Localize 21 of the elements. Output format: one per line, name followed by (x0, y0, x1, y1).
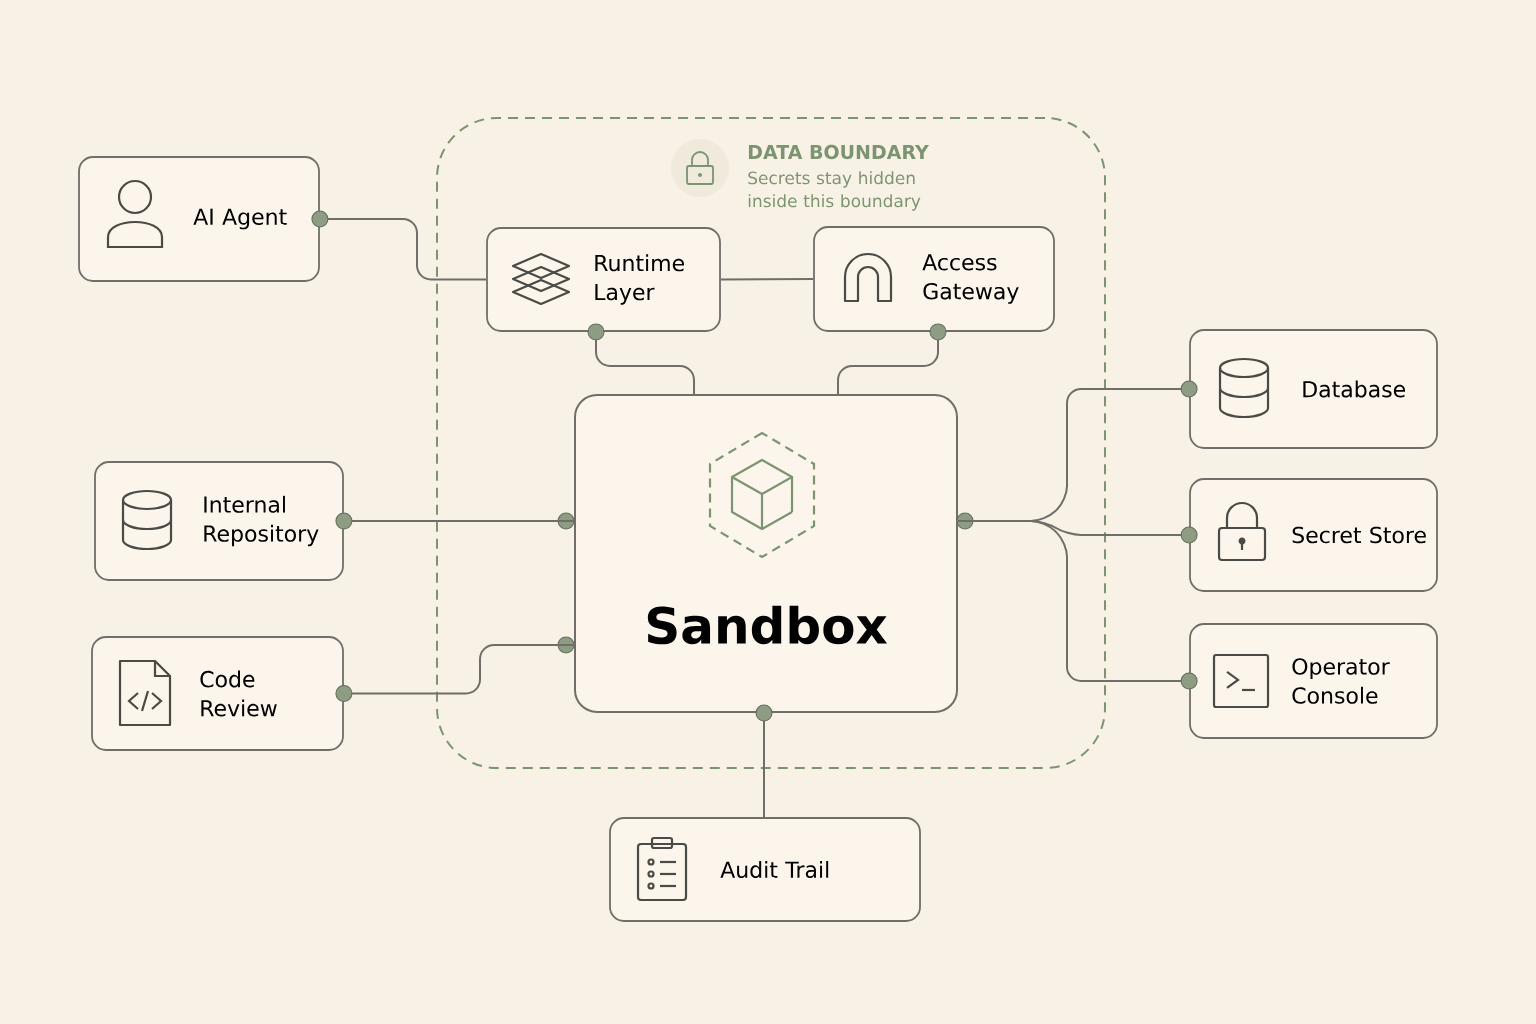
connector (719, 278, 815, 281)
component-box: Access Gateway (813, 226, 1055, 332)
component-box: AI Agent (78, 156, 320, 282)
boundary-region (436, 117, 1106, 769)
component-box: Secret Store (1189, 478, 1438, 592)
connector (311, 210, 488, 281)
boundary-heading: DATA BOUNDARY (748, 144, 929, 160)
component-box: Internal Repository (94, 461, 344, 581)
component-box: Audit Trail (609, 817, 921, 922)
sandbox-box: Sandbox (557, 394, 974, 713)
connector (755, 704, 773, 819)
connector (587, 323, 695, 395)
component-box: Operator Console (1189, 623, 1438, 739)
component-box: Code Review (91, 636, 344, 751)
connector (335, 512, 575, 530)
component-box: Runtime Layer (486, 227, 721, 332)
connector (837, 323, 947, 395)
boundary-note: Secrets stay hidden inside this boundary (748, 171, 921, 211)
connector (957, 520, 1198, 690)
component-box: Database (1189, 329, 1438, 449)
connector (335, 644, 575, 702)
